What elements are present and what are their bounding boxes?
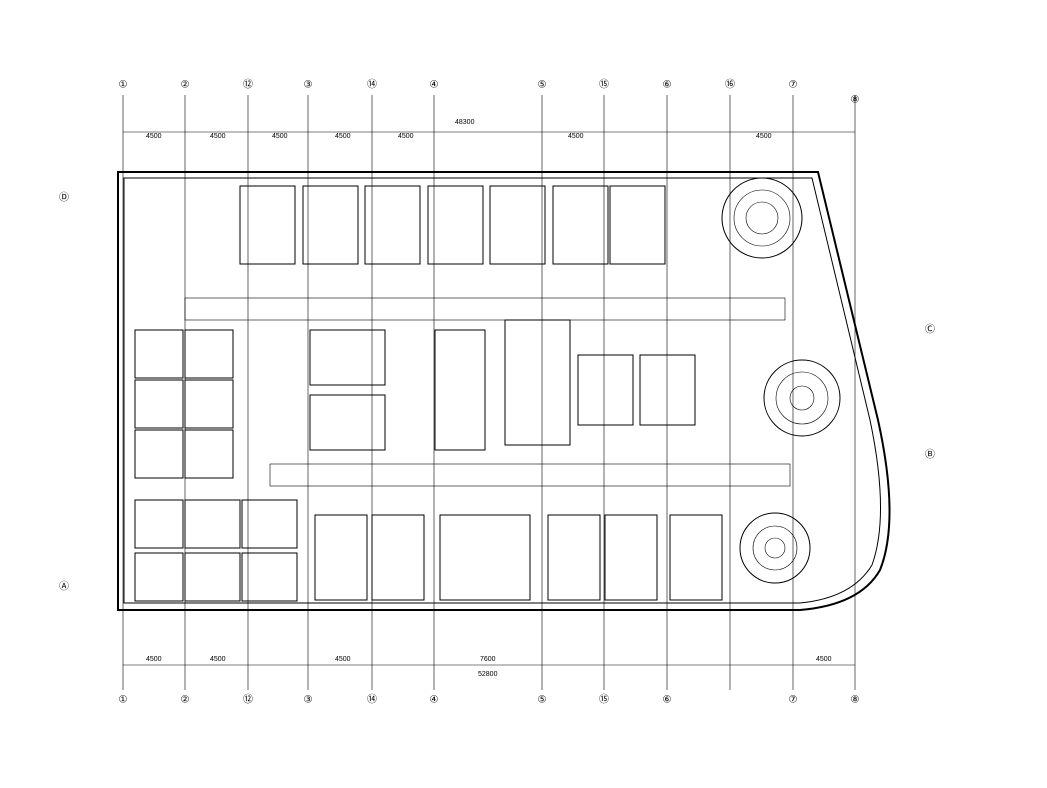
dim-bottom-bay: 4500 [146,656,162,663]
grid-lines [122,95,856,690]
grid-bubble: Ⓑ [925,449,935,461]
grid-bubble: Ⓐ [59,581,69,593]
dim-top-bay: 4500 [146,133,162,140]
dim-top-overall: 48300 [455,119,475,126]
corridors [184,297,791,487]
grid-bubble: ③ [304,80,313,91]
dimension-line-top: 48300 4500 4500 4500 4500 4500 4500 4500 [123,119,855,140]
grid-bubble: ⑦ [789,695,798,706]
dim-top-bay: 4500 [398,133,414,140]
grid-bubble: Ⓒ [925,324,935,336]
private-rooms-top-row [239,177,803,265]
dim-top-bay: 4500 [756,133,772,140]
grid-bubble: ⑧ [851,695,860,706]
grid-bubble: ④ [430,80,439,91]
grid-bubble: ⑧ [851,95,860,106]
grid-bubble: ② [181,80,190,91]
grid-bubble: ⑤ [538,80,547,91]
grid-bubble: ⑤ [538,695,547,706]
grid-bubble: ⑦ [789,80,798,91]
dim-bottom-bay: 4500 [816,656,832,663]
dim-bottom-bay: 4500 [210,656,226,663]
dim-top-bay: 4500 [210,133,226,140]
building-outline [117,171,891,611]
grid-bubbles-side: Ⓓ Ⓒ Ⓑ Ⓐ [59,192,935,593]
grid-bubble: ③ [304,695,313,706]
dimension-line-bottom: 52800 4500 4500 4500 7600 4500 [123,656,855,678]
grid-bubbles-bottom: ① ② ⑫ ③ ⑭ ④ ⑤ ⑮ ⑥ ⑦ ⑧ [119,694,860,706]
grid-bubble: ① [119,80,128,91]
grid-bubble: ⑭ [367,79,377,91]
private-rooms-bottom-row [314,512,811,601]
dim-bottom-bay: 7600 [480,656,496,663]
grid-bubble: ⑯ [725,79,735,91]
grid-bubble: ④ [430,695,439,706]
grid-bubble: ⑫ [243,694,253,706]
grid-bubble: ⑮ [599,79,609,91]
dim-bottom-bay: 4500 [335,656,351,663]
center-core [309,319,841,451]
grid-bubble: ⑥ [663,695,672,706]
grid-bubbles-top: ① ② ⑫ ③ ⑭ ④ ⑤ ⑮ ⑥ ⑯ ⑦ ⑧ [119,79,860,106]
grid-bubble: ⑥ [663,80,672,91]
grid-bubble: ⑭ [367,694,377,706]
dim-top-bay: 4500 [272,133,288,140]
grid-bubble: ⑮ [599,694,609,706]
dim-top-bay: 4500 [568,133,584,140]
grid-bubble: ② [181,695,190,706]
dim-bottom-overall: 52800 [478,671,498,678]
grid-bubble: ① [119,695,128,706]
private-rooms-left-block [134,329,298,602]
grid-bubble: ⑫ [243,79,253,91]
dim-top-bay: 4500 [335,133,351,140]
grid-bubble: Ⓓ [59,192,69,204]
